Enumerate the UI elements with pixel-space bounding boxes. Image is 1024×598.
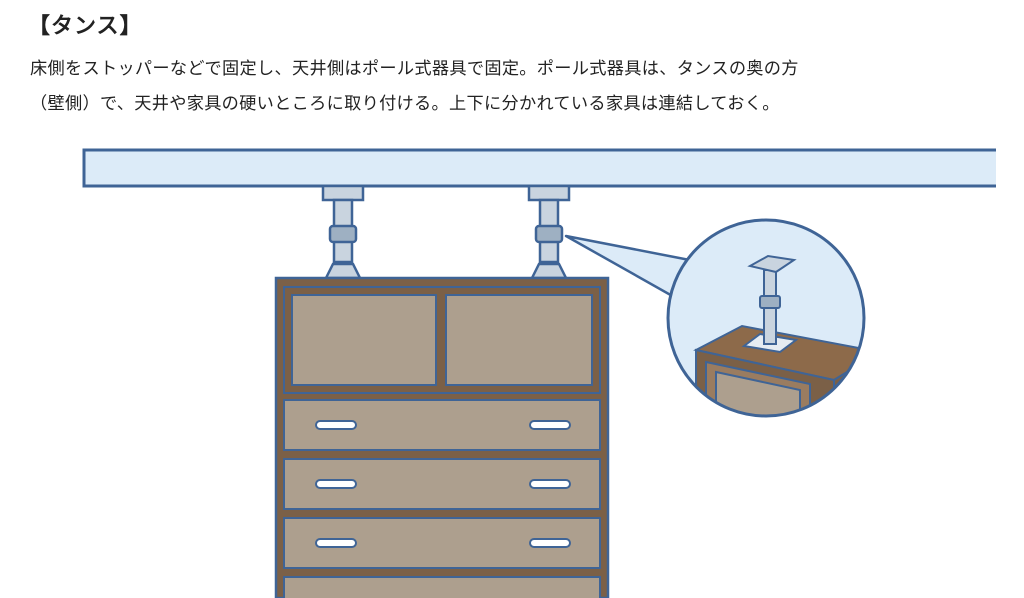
description-line-2: （壁側）で、天井や家具の硬いところに取り付ける。上下に分かれている家具は連結して… <box>30 94 780 114</box>
description-text: 床側をストッパーなどで固定し、天井側はポール式器具で固定。ポール式器具は、タンス… <box>30 52 1020 122</box>
section-heading: 【タンス】 <box>28 14 143 39</box>
cabinet-door-right <box>445 294 593 386</box>
wardrobe <box>274 276 610 598</box>
callout-pointer <box>564 234 701 304</box>
cabinet-door-left <box>291 294 437 386</box>
description-line-1: 床側をストッパーなどで固定し、天井側はポール式器具で固定。ポール式器具は、タンス… <box>30 59 799 79</box>
pole-fixture-right <box>527 184 571 280</box>
ceiling <box>82 148 1016 188</box>
drawer-4 <box>283 576 601 598</box>
pole-fixture-left <box>321 184 365 280</box>
zoom-detail <box>666 218 866 418</box>
